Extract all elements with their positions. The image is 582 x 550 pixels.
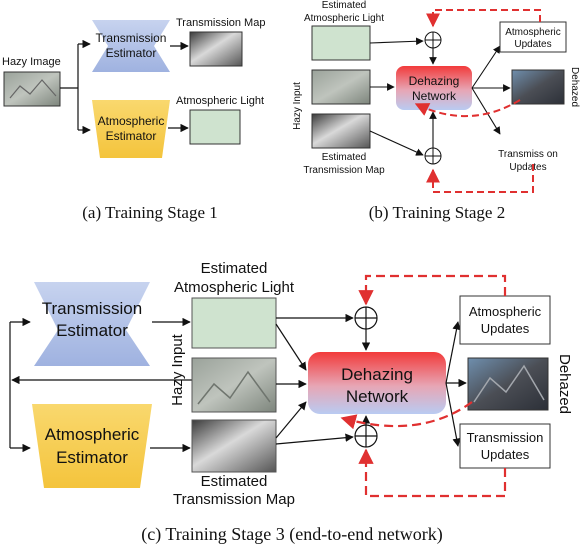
stage2-arrow-net-atm-upd — [471, 45, 501, 89]
stage1-atm-est-label-1: Atmospheric — [98, 114, 165, 128]
stage2-est-atm-label-1: Estimated — [322, 0, 366, 11]
stage2-hazy-input — [311, 69, 371, 105]
stage3-feedback-top — [358, 274, 507, 306]
stage2-panel: Estimated Atmospheric Light Hazy Input E… — [292, 0, 580, 222]
stage3-dehazed-image-detail — [473, 364, 545, 403]
stage1-hazy-image-detail — [9, 79, 57, 99]
stage1-atmospheric-estimator — [92, 100, 170, 158]
stage2-plus-top-cross — [425, 32, 441, 48]
stage3-est-trans-label-1: Estimated — [201, 473, 268, 490]
stage3-atm-updates-box — [459, 295, 551, 345]
stage3-trans-updates-box — [459, 423, 551, 469]
stage2-feedback-top — [426, 9, 541, 28]
stage3-dehaze-label-1: Dehazing — [341, 365, 413, 384]
stage2-dehaze-label-2: Network — [412, 89, 457, 103]
stage3-transmission-estimator — [34, 282, 150, 366]
stage3-atm-upd-label-1: Atmospheric — [469, 304, 542, 319]
stage3-feedback-curve — [340, 401, 473, 430]
stage3-caption: (c) Training Stage 3 (end-to-end network… — [141, 524, 442, 545]
stage2-plus-bottom-cross — [425, 148, 441, 164]
stage3-trans-map-box — [191, 419, 277, 473]
stage3-arrow-trans-plus — [275, 433, 354, 445]
stage2-est-trans-label-1: Estimated — [322, 152, 366, 163]
stage2-arrow-atm-plus — [369, 37, 424, 46]
stage2-atm-light-box — [311, 25, 371, 61]
stage3-dehazed-image — [467, 357, 549, 411]
stage3-est-trans-label-2: Transmission Map — [173, 491, 295, 508]
stage2-trans-upd-label-1: Transmiss on — [498, 149, 558, 160]
stage3-plus-bottom-cross — [355, 425, 377, 447]
stage2-arrow-net-trans-upd — [471, 87, 501, 135]
stage3-arrow-net-atm-upd — [445, 321, 461, 384]
stage3-feedback-bottom — [358, 448, 507, 498]
stage2-arrow-trans-plus — [369, 130, 424, 156]
stage3-trans-upd-label-1: Transmission — [467, 430, 544, 445]
stage2-atm-upd-label-1: Atmospheric — [505, 27, 561, 38]
stage1-transmission-estimator — [92, 20, 170, 72]
stage3-hazy-input — [191, 357, 277, 413]
stage3-est-atm-label-2: Atmospheric Light — [174, 279, 295, 296]
stage3-hazy-input-label: Hazy Input — [169, 333, 186, 406]
stage2-trans-map-box — [311, 113, 371, 149]
stage2-est-trans-label-2: Transmission Map — [303, 165, 385, 176]
stage3-arrow-net-trans-upd — [445, 382, 461, 447]
stage2-dehazed-label: Dehazed — [569, 67, 580, 107]
stage3-atm-upd-label-2: Updates — [481, 321, 530, 336]
stage2-atm-upd-label-2: Updates — [514, 39, 551, 50]
stage3-est-atm-label-1: Estimated — [201, 260, 268, 277]
stage1-atmospheric-light — [189, 109, 241, 145]
stage2-dehazing-network — [396, 66, 472, 110]
stage1-atm-light-label: Atmospheric Light — [176, 95, 264, 107]
stage2-caption: (b) Training Stage 2 — [369, 203, 505, 222]
stage1-hazy-image-label: Hazy Image — [2, 56, 61, 68]
stage3-atm-est-label-2: Estimator — [56, 448, 128, 467]
stage3-dehaze-label-2: Network — [346, 387, 409, 406]
stage3-trans-est-label-2: Estimator — [56, 321, 128, 340]
stage1-panel: Hazy Image Transmission Estimator Atmosp… — [2, 17, 265, 222]
stage2-feedback-curve — [414, 99, 521, 118]
stage3-arrow-atm-net — [275, 323, 307, 371]
stage3-trans-upd-label-2: Updates — [481, 447, 530, 462]
stage3-atm-light-box — [191, 297, 277, 349]
stage1-caption: (a) Training Stage 1 — [82, 203, 218, 222]
stage2-atm-updates-box — [499, 21, 567, 53]
stage2-est-atm-label-2: Atmospheric Light — [304, 13, 384, 24]
stage1-hazy-image — [3, 71, 61, 107]
stage1-trans-est-label-2: Estimator — [106, 46, 157, 60]
stage3-atm-est-label-1: Atmospheric — [45, 425, 140, 444]
stage1-trans-map-label: Transmission Map — [176, 17, 265, 29]
stage1-transmission-map — [189, 31, 243, 67]
stage2-feedback-bottom — [426, 164, 534, 193]
stage3-dehazing-network — [308, 352, 446, 414]
stage2-dehazed-image — [511, 69, 565, 105]
stage2-hazy-input-label: Hazy Input — [292, 82, 303, 130]
stage3-plus-top-cross — [355, 307, 377, 329]
stage3-hazy-input-detail — [197, 370, 271, 405]
stage2-dehaze-label-1: Dehazing — [409, 74, 460, 88]
stage1-atm-est-label-2: Estimator — [106, 129, 157, 143]
stage3-arrow-trans-net — [275, 401, 307, 439]
stage3-panel: Transmission Estimator Atmospheric Estim… — [9, 260, 573, 545]
stage3-trans-est-label-1: Transmission — [42, 299, 142, 318]
stage3-atmospheric-estimator — [32, 404, 152, 488]
stage3-dehazed-label: Dehazed — [556, 354, 573, 414]
stage2-trans-upd-label-2: Updates — [509, 162, 546, 173]
stage1-trans-est-label-1: Transmission — [96, 31, 167, 45]
